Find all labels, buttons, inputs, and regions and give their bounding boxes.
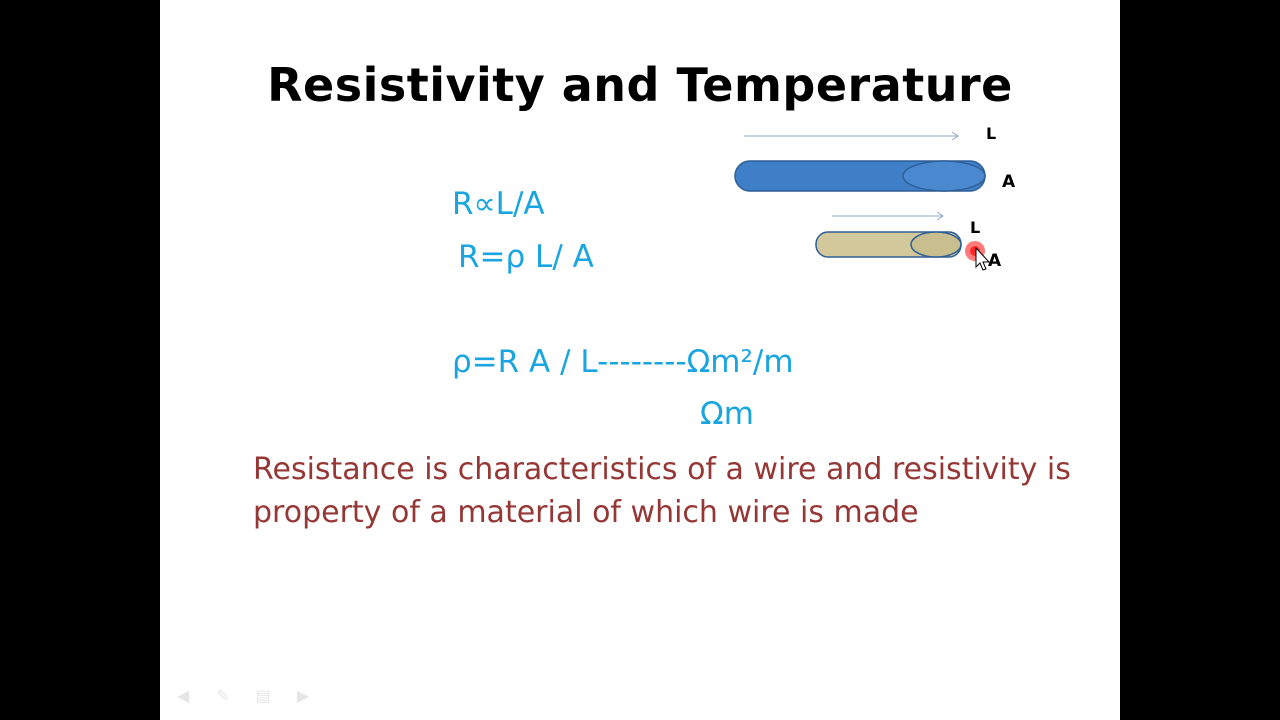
previous-icon[interactable]: ◀ — [176, 686, 190, 705]
short-wire-cylinder — [815, 231, 962, 258]
short-wire-length-label: L — [970, 218, 980, 237]
resistivity-unit: Ωm — [700, 396, 754, 432]
short-wire-length-arrow — [832, 211, 944, 221]
long-wire-cylinder — [734, 160, 986, 192]
long-wire-length-arrow — [744, 131, 959, 141]
short-wire-area-label: A — [988, 251, 1002, 271]
long-wire-area-label: A — [1002, 172, 1016, 192]
long-wire-length-label: L — [986, 124, 996, 143]
next-icon[interactable]: ▶ — [296, 686, 310, 705]
definition-statement: Resistance is characteristics of a wire … — [253, 452, 1071, 530]
pointer-cursor-icon — [965, 241, 991, 271]
pen-icon[interactable]: ✎ — [216, 686, 230, 705]
menu-icon[interactable]: ▤ — [255, 686, 271, 705]
slide-navigation: ◀ ✎ ▤ ▶ — [160, 686, 316, 710]
resistivity-formula: ρ=R A / L--------Ωm²/m — [452, 344, 794, 380]
slide: Resistivity and Temperature R∝L/A R=ρ L/… — [160, 0, 1120, 720]
wire-diagram: L A L A — [734, 124, 1016, 271]
proportionality-formula: R∝L/A — [452, 186, 545, 222]
slide-title: Resistivity and Temperature — [267, 58, 1013, 112]
resistance-formula: R=ρ L/ A — [458, 239, 594, 275]
